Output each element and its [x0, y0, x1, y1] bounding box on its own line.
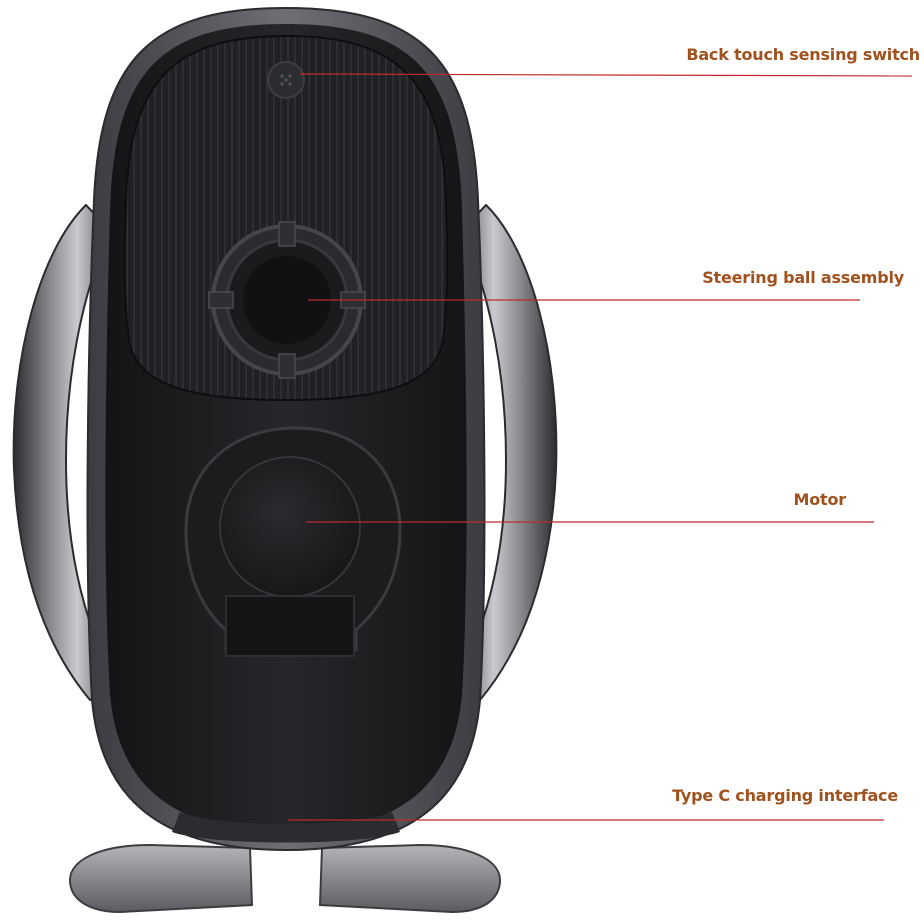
ribbed-top-panel [123, 34, 449, 402]
left-support-foot [68, 843, 254, 914]
leader-lines [288, 73, 913, 821]
callout-label-motor: Motor [793, 490, 847, 509]
steering-ball [208, 221, 366, 379]
callout-label-back-touch-sensing-switch: Back touch sensing switch [686, 45, 920, 64]
callout-label-steering-ball-assembly: Steering ball assembly [702, 268, 904, 287]
leader-line-back-touch-sensing-switch [299, 73, 913, 77]
right-support-foot [318, 843, 502, 914]
callout-label-type-c-charging-interface: Type C charging interface [672, 786, 898, 805]
motor-housing [184, 426, 402, 657]
type-c-port-area [172, 812, 400, 843]
